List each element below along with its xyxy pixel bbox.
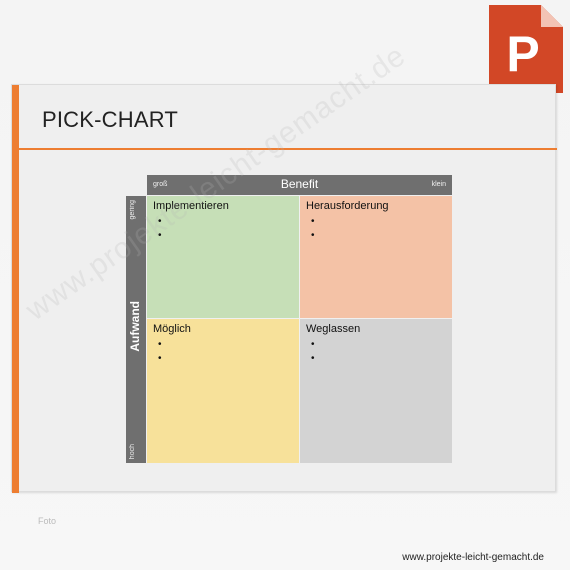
slide-accent-bar	[12, 85, 19, 493]
aufwand-axis-top-label: gering	[129, 200, 136, 220]
bullet-item: •	[158, 216, 162, 227]
bullet-item: •	[158, 339, 162, 350]
bullet-list: • •	[153, 215, 294, 243]
slide-title: PICK-CHART	[42, 107, 179, 132]
bullet-item: •	[311, 339, 315, 350]
quadrant-title: Möglich	[153, 323, 191, 335]
benefit-axis: groß Benefit klein	[147, 175, 452, 195]
quadrant-divider-vertical	[299, 196, 300, 463]
powerpoint-icon-letter: P	[506, 26, 539, 82]
benefit-axis-title: Benefit	[280, 177, 319, 191]
bullet-item: •	[311, 353, 315, 364]
bullet-item: •	[158, 230, 162, 241]
benefit-axis-right-label: klein	[431, 181, 446, 188]
quadrant-herausforderung: Herausforderung • •	[300, 196, 452, 319]
quadrant-weglassen: Weglassen • •	[300, 319, 452, 463]
bullet-list: • •	[306, 215, 446, 243]
quadrant-divider-horizontal	[147, 318, 452, 319]
quadrant-title: Implementieren	[153, 200, 229, 212]
slide: PICK-CHART groß Benefit klein gering Auf…	[11, 84, 557, 493]
quadrant-title: Weglassen	[306, 323, 361, 335]
bullet-item: •	[311, 216, 315, 227]
title-divider	[19, 148, 557, 150]
faint-footer-text: Foto	[38, 516, 57, 526]
quadrant-implementieren: Implementieren • •	[147, 196, 300, 319]
benefit-axis-left-label: groß	[153, 181, 168, 188]
aufwand-axis-bottom-label: hoch	[129, 443, 136, 459]
aufwand-axis: gering Aufwand hoch	[126, 196, 146, 463]
footer-url[interactable]: www.projekte-leicht-gemacht.de	[402, 552, 544, 563]
bullet-list: • •	[153, 338, 294, 366]
bullet-item: •	[158, 353, 162, 364]
powerpoint-icon: P	[489, 5, 563, 93]
quadrant-title: Herausforderung	[306, 200, 389, 212]
bullet-item: •	[311, 230, 315, 241]
aufwand-axis-title: Aufwand	[128, 301, 142, 352]
quadrant-moeglich: Möglich • •	[147, 319, 300, 463]
bullet-list: • •	[306, 338, 446, 366]
